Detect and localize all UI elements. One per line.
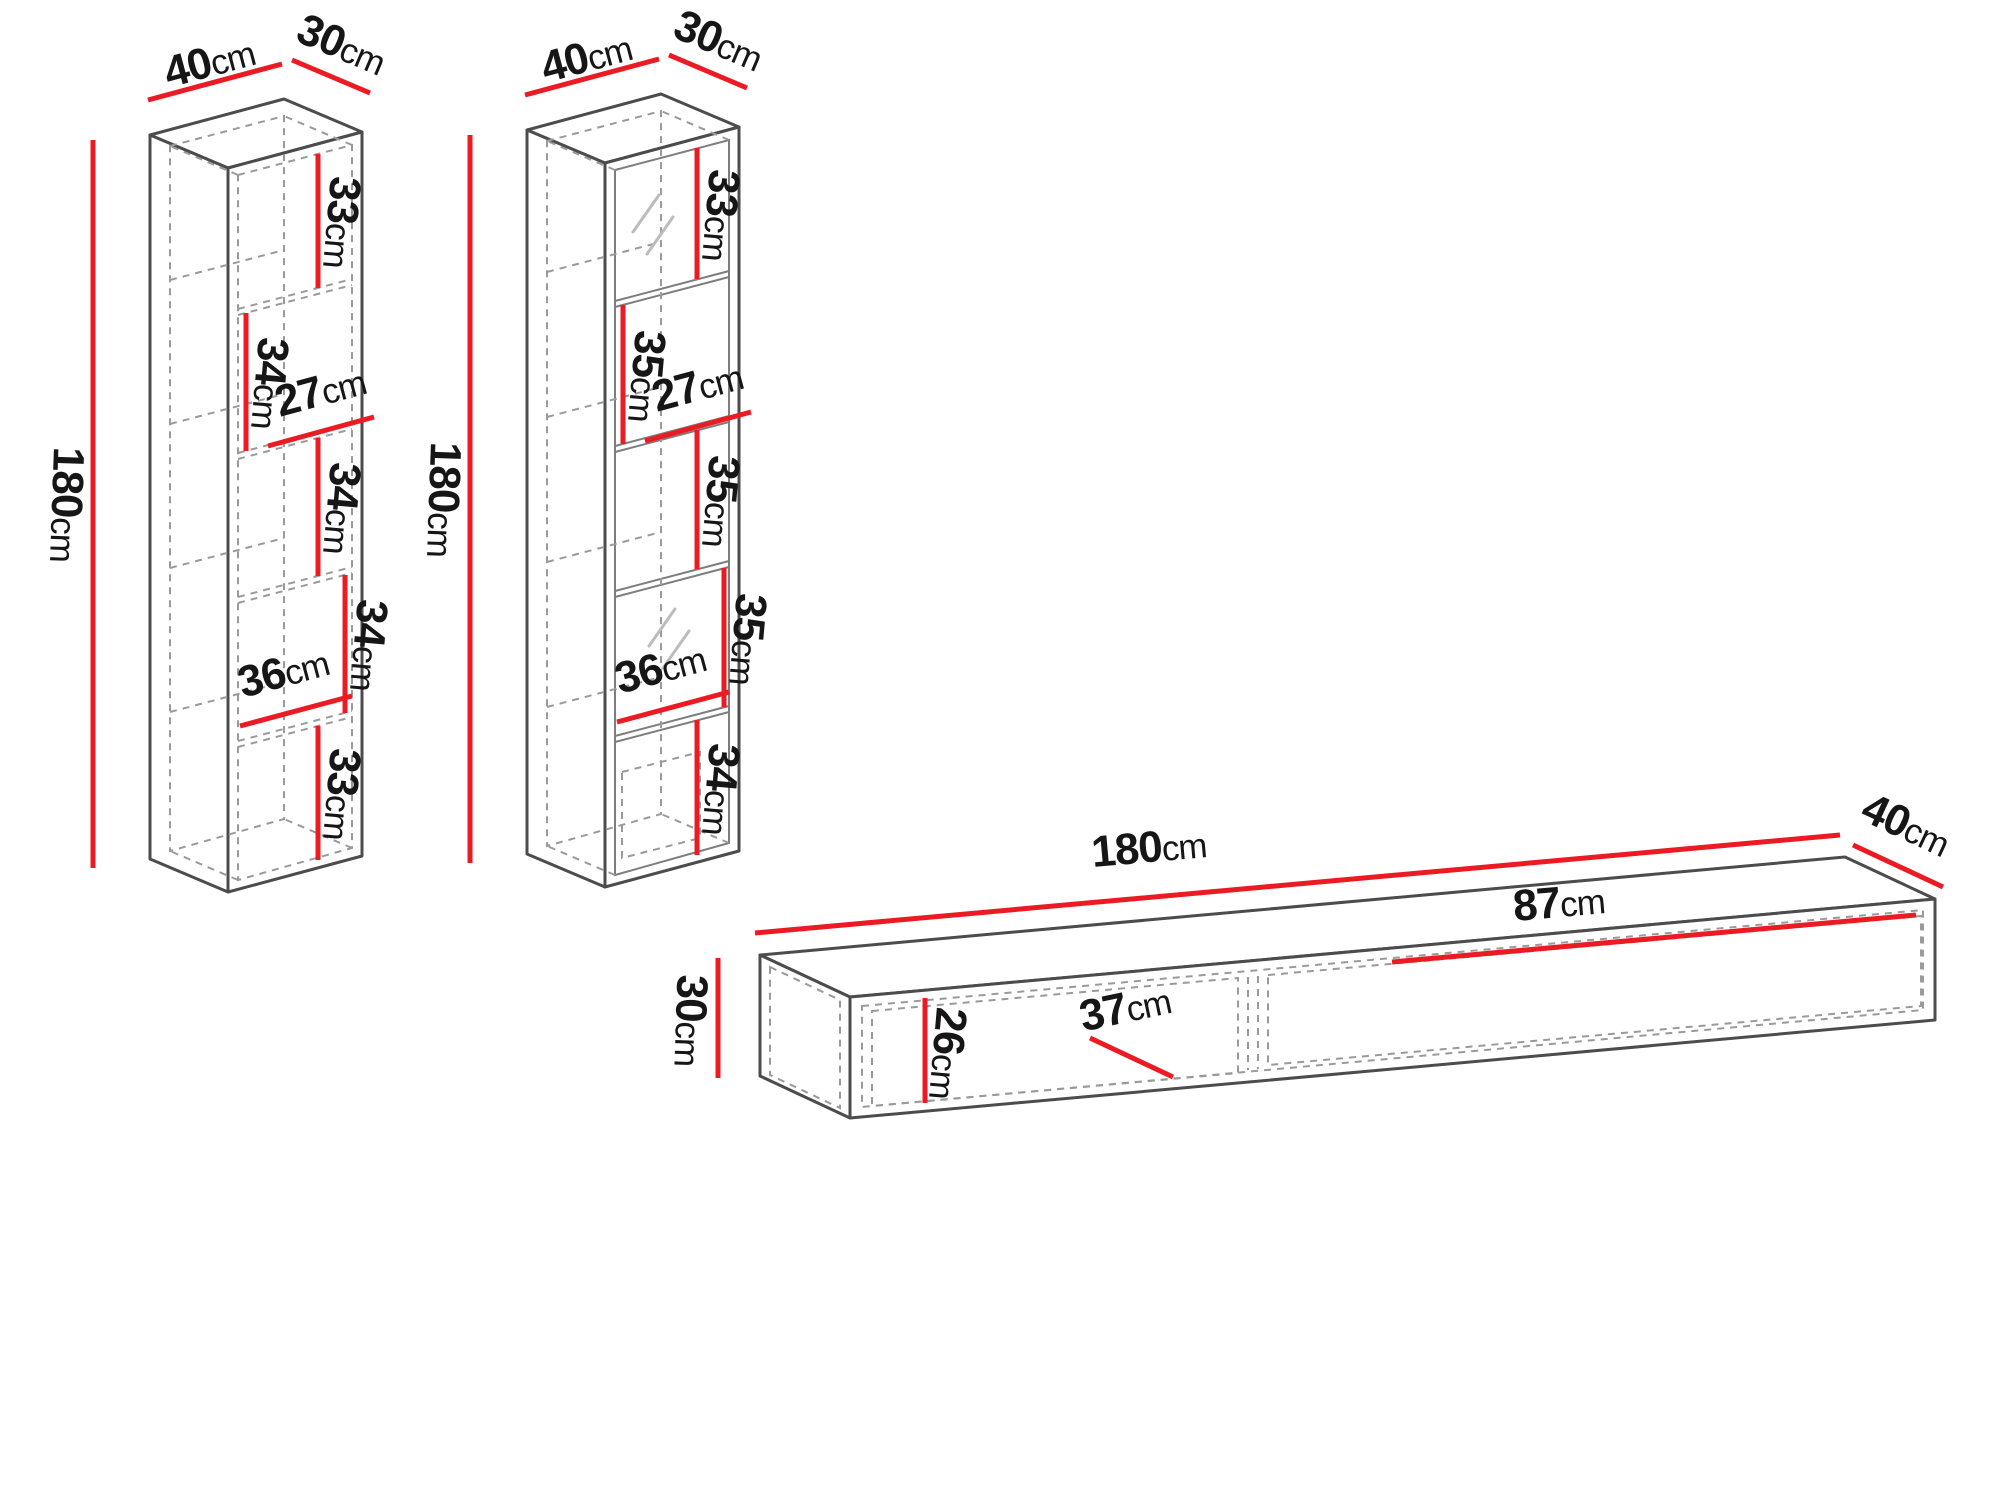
glass-cabinet-shelf1-label: 33cm <box>692 167 749 263</box>
tv-stand-inner-depth-label: 37cm <box>1075 974 1175 1041</box>
glass-cabinet-height-label: 180cm <box>417 441 470 558</box>
left-cabinet-height-label: 180cm <box>40 446 93 563</box>
left-cabinet-shelf2-label: 34cm <box>241 335 298 431</box>
glass-cabinet-drawing: 40cm 30cm 180cm 33cm 35cm 27cm 35cm 35cm… <box>417 0 776 889</box>
glass-cabinet-side-face <box>525 128 607 889</box>
glass-cabinet-inner-depth-label: 27cm <box>647 350 748 421</box>
glass-cabinet-inner-depth-dimension-line <box>644 409 752 444</box>
tv-stand-drawing: 180cm 40cm 30cm 26cm 37cm 87cm <box>664 783 1955 1120</box>
left-cabinet-inner-width-dimension-line <box>239 693 353 729</box>
tv-stand-depth-dimension-line <box>1851 842 1945 890</box>
left-cabinet-shelf4-label: 34cm <box>340 597 397 693</box>
left-cabinet-shelf1-label: 33cm <box>313 174 370 270</box>
tv-stand-inner-height-label: 26cm <box>919 1005 976 1101</box>
left-cabinet-depth-label: 30cm <box>290 4 393 85</box>
left-cabinet-width-dimension-line <box>147 61 283 103</box>
glass-cabinet-shelf4-label: 35cm <box>719 591 776 687</box>
glass-cabinet-depth-dimension-line <box>668 52 748 91</box>
left-cabinet-depth-dimension-line <box>291 57 371 96</box>
tv-stand-hidden-lines <box>769 908 1924 1110</box>
glass-cabinet-depth-label: 30cm <box>667 0 770 81</box>
left-cabinet-hidden-lines <box>169 114 353 882</box>
left-cabinet-shelf3-label: 34cm <box>313 460 370 556</box>
tv-stand-width-dimension-line <box>754 832 1841 936</box>
glass-pane-reflection-marks <box>631 193 691 670</box>
tv-stand-compartment-width-dimension-line <box>1391 912 1917 965</box>
glass-cabinet-shelf3-label: 35cm <box>692 453 749 549</box>
left-cabinet-width-label: 40cm <box>159 26 260 97</box>
glass-cabinet-width-dimension-line <box>524 56 660 98</box>
left-cabinet-inner-depth-dimension-line <box>267 414 375 449</box>
tv-stand-width-label: 180cm <box>1089 818 1208 877</box>
left-cabinet-shelf5-label: 33cm <box>313 746 370 842</box>
left-cabinet-side-face <box>148 133 230 894</box>
left-cabinet-inner-depth-label: 27cm <box>270 355 371 426</box>
glass-cabinet-width-label: 40cm <box>536 21 637 92</box>
left-cabinet-drawing: 40cm 30cm 180cm 33cm 34cm 27cm 34cm 34cm… <box>40 4 397 894</box>
tv-stand-height-label: 30cm <box>664 974 716 1067</box>
glass-cabinet-shelf5-label: 34cm <box>692 741 749 837</box>
glass-cabinet-shelf2-label: 35cm <box>618 328 675 424</box>
tv-stand-compartment-width-label: 87cm <box>1511 874 1607 931</box>
glass-cabinet-inner-width-dimension-line <box>616 689 730 725</box>
tv-stand-inner-depth-dimension-line <box>1088 1035 1175 1080</box>
glass-cabinet-hidden-lines <box>546 109 730 876</box>
tv-stand-front-face <box>848 897 1937 1120</box>
